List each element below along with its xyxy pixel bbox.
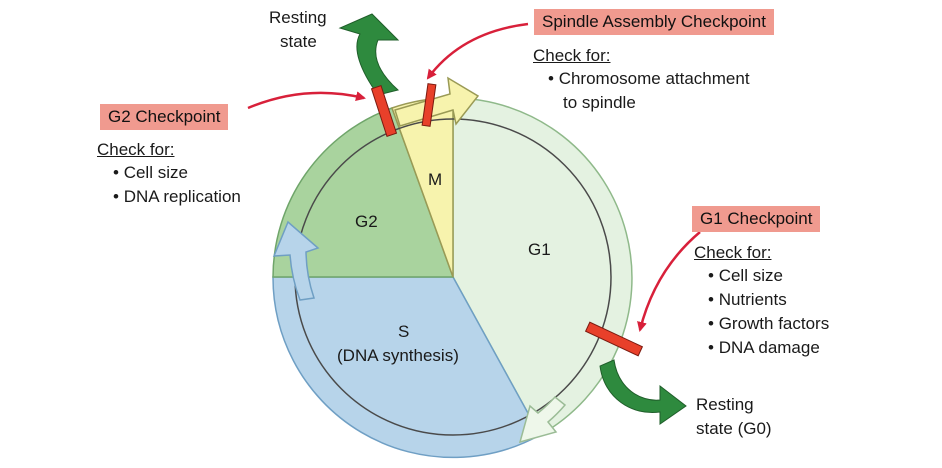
g1-to-s-arrow <box>518 395 567 444</box>
m-to-g1-arrow <box>394 76 480 127</box>
s-sector <box>272 276 542 459</box>
g1-checkpoint-label: G1 Checkpoint <box>692 206 821 232</box>
spindle-checkpoint-label: Spindle Assembly Checkpoint <box>534 9 774 35</box>
g1-check-list: Cell size Nutrients Growth factors DNA d… <box>708 264 830 360</box>
list-item: Chromosome attachment <box>558 69 750 88</box>
resting-state-bottom-line1: Resting <box>696 395 754 414</box>
list-item: Growth factors <box>708 312 830 336</box>
g1-pointer-arrow <box>637 231 701 332</box>
resting-state-top-line2: state <box>280 32 317 51</box>
list-item: DNA replication <box>113 185 241 209</box>
phase-label-s: S <box>398 322 410 341</box>
resting-arrow-top <box>338 13 400 96</box>
g2-check-for: Check for: <box>97 140 175 159</box>
g2-checkpoint-bar <box>370 85 398 137</box>
list-item: DNA damage <box>708 336 829 360</box>
list-item: Cell size <box>708 264 829 288</box>
phase-label-m: M <box>428 170 443 189</box>
resting-arrow-bottom <box>599 359 687 425</box>
s-to-g2-arrow <box>272 220 320 301</box>
g2-pointer-arrow <box>247 91 366 110</box>
g1-checkpoint-bar <box>584 321 644 357</box>
g1-check-for: Check for: <box>694 243 772 262</box>
g2-check-list: Cell size DNA replication <box>113 161 241 209</box>
spindle-check-for: Check for: <box>533 46 611 65</box>
list-item: Cell size <box>113 161 241 185</box>
phase-label-s-sub: (DNA synthesis) <box>337 346 459 365</box>
phase-label-g1: G1 <box>528 240 551 259</box>
g1-sector <box>452 97 633 437</box>
spindle-checkpoint-bar <box>421 83 437 127</box>
list-item: Nutrients <box>708 288 829 312</box>
spindle-pointer-arrow <box>426 22 529 80</box>
g2-checkpoint-label: G2 Checkpoint <box>100 104 229 130</box>
resting-state-bottom-line2: state (G0) <box>696 419 772 438</box>
spindle-check-item-2: to spindle <box>563 93 636 112</box>
spindle-check-item-1: • Chromosome attachment <box>548 69 750 88</box>
resting-state-top-line1: Resting <box>269 8 327 27</box>
phase-label-g2: G2 <box>355 212 378 231</box>
